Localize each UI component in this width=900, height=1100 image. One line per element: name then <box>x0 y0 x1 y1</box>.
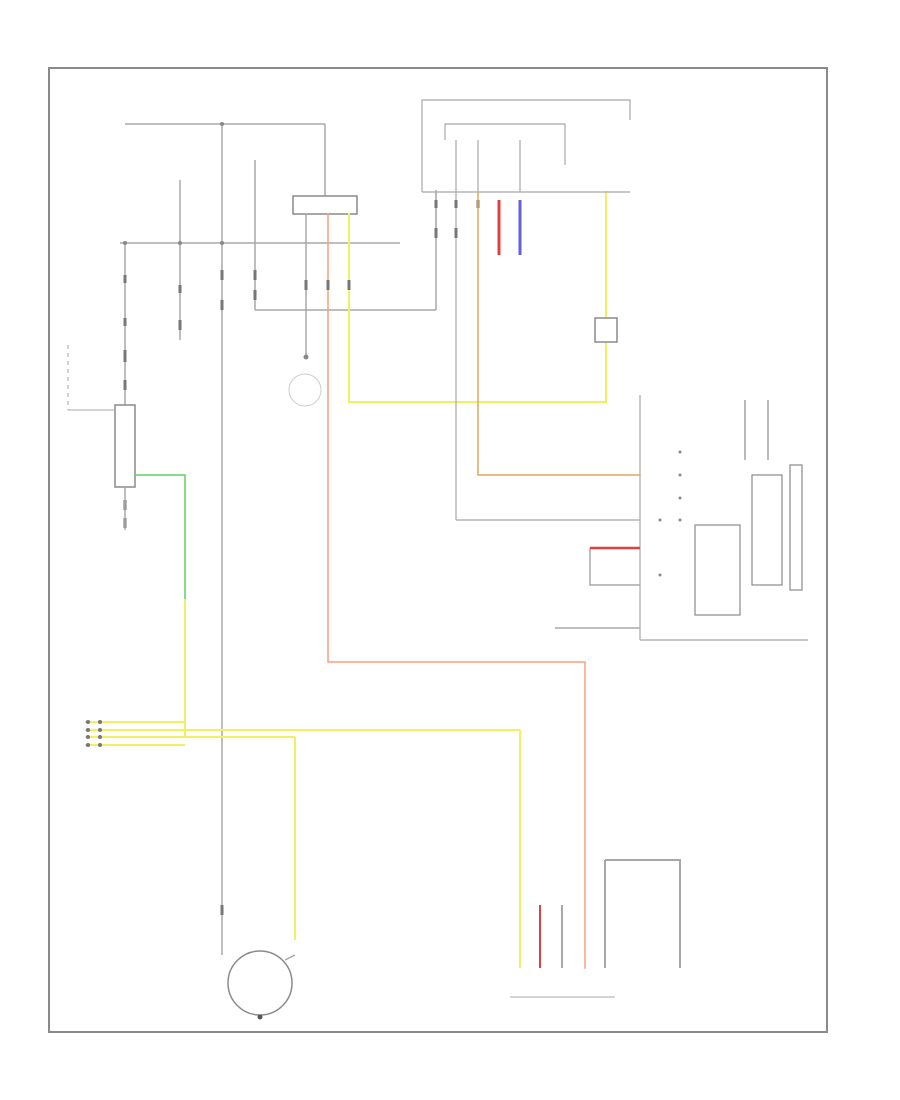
clutch-switch <box>594 317 618 343</box>
clutch-starter-switch <box>67 345 136 530</box>
fuse-marks <box>123 270 257 915</box>
ignition-relay-block <box>292 195 358 215</box>
pcm-connector <box>510 859 681 998</box>
ground-top <box>288 373 322 407</box>
junction-dots <box>123 122 224 245</box>
color-connector-wires <box>497 200 522 255</box>
tan-wire <box>477 191 641 476</box>
module-pins <box>658 450 682 577</box>
starter-motor <box>221 940 296 1020</box>
diagram-frame <box>48 67 828 1033</box>
green-wire <box>134 474 186 601</box>
harness-pins <box>86 720 102 747</box>
ignition-switch <box>421 99 808 641</box>
vss-wires <box>555 546 640 629</box>
relay-output-fuses <box>304 280 351 290</box>
gauge-control-module <box>694 400 803 616</box>
lower-harness <box>85 721 521 968</box>
